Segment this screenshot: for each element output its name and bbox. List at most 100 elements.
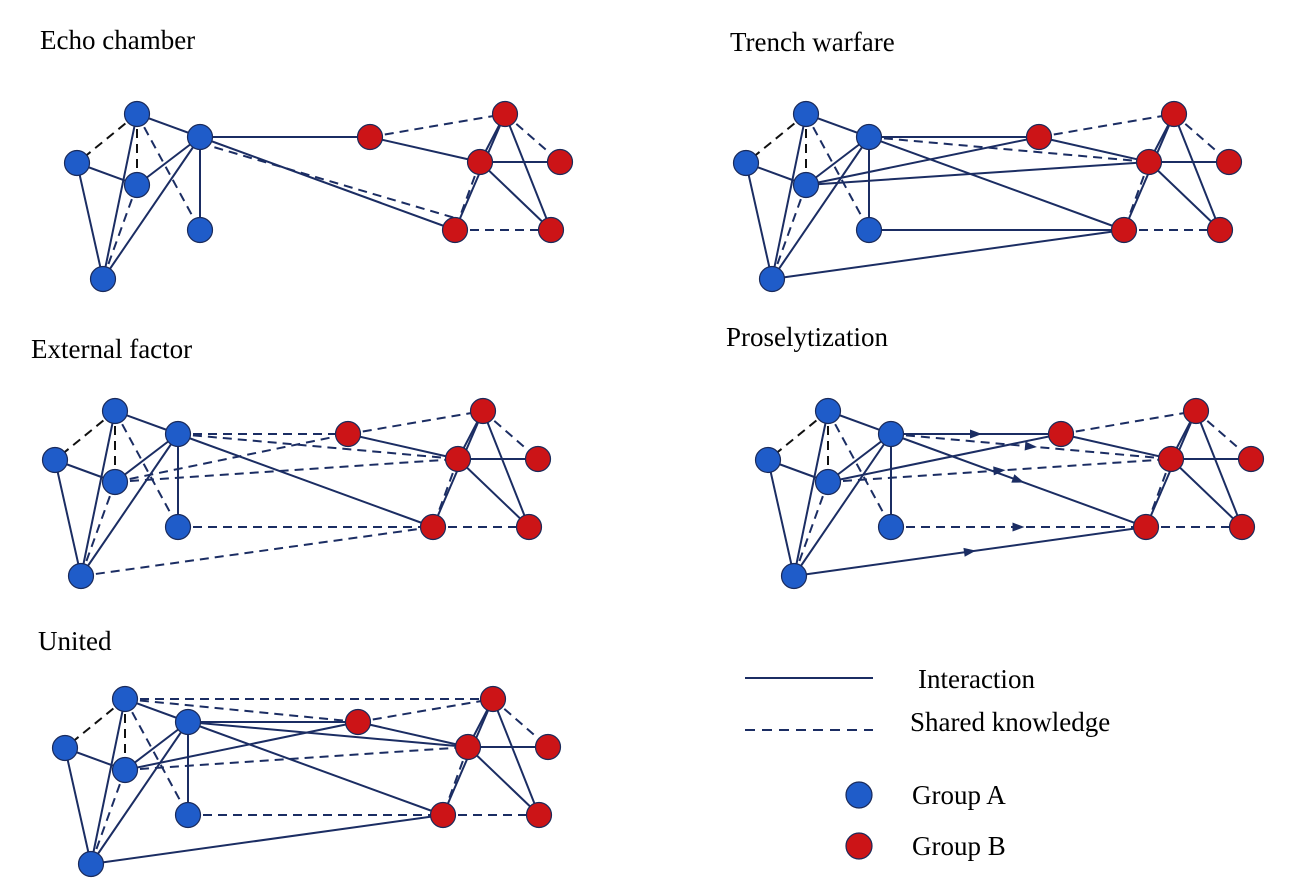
- edge-interaction: [1170, 458, 1243, 528]
- edge-interaction: [187, 721, 444, 816]
- edge-interaction: [492, 698, 540, 816]
- panel-graph-proselytization: [754, 397, 1265, 590]
- group-a-node: [855, 123, 883, 151]
- edge-interaction: [1038, 136, 1150, 163]
- group-a-node: [77, 850, 105, 878]
- group-a-node: [855, 216, 883, 244]
- edge-interaction: [771, 229, 1125, 280]
- edge-interaction: [805, 136, 870, 186]
- edge-interaction: [90, 698, 126, 865]
- group-a-node: [814, 468, 842, 496]
- edge-interaction: [805, 161, 1150, 186]
- edges: [76, 113, 561, 280]
- edge-interaction: [482, 410, 530, 528]
- legend-group-a-node: [845, 781, 873, 809]
- edge-shared-knowledge: [805, 113, 870, 231]
- group-b-node: [534, 733, 562, 761]
- edge-arrowhead: [1024, 441, 1037, 451]
- group-a-node: [754, 446, 782, 474]
- edge-interaction: [793, 433, 892, 577]
- group-a-node: [51, 734, 79, 762]
- edge-shared-knowledge: [827, 410, 892, 528]
- group-a-node: [101, 468, 129, 496]
- group-a-node: [89, 265, 117, 293]
- group-a-node: [67, 562, 95, 590]
- edge-interaction: [467, 746, 540, 816]
- panel-title-united: United: [38, 626, 112, 656]
- group-a-node: [732, 149, 760, 177]
- group-b-node: [524, 445, 552, 473]
- group-b-node: [454, 733, 482, 761]
- edges: [745, 113, 1230, 280]
- group-b-node: [1215, 148, 1243, 176]
- edge-interaction: [745, 162, 773, 280]
- panel-graph-external-factor: [41, 397, 552, 590]
- group-a-node: [814, 397, 842, 425]
- group-b-node: [344, 708, 372, 736]
- group-b-node: [466, 148, 494, 176]
- group-b-node: [479, 685, 507, 713]
- edge-interaction: [771, 136, 870, 280]
- edge-interaction: [90, 721, 189, 865]
- edge-shared-knowledge: [124, 698, 359, 723]
- group-b-node: [1047, 420, 1075, 448]
- edge-interaction: [1195, 410, 1243, 528]
- edge-shared-knowledge: [1060, 410, 1197, 435]
- edge-shared-knowledge: [177, 433, 459, 460]
- group-a-node: [792, 171, 820, 199]
- group-b-node: [1132, 513, 1160, 541]
- group-b-node: [537, 216, 565, 244]
- edges: [54, 410, 539, 577]
- group-a-node: [174, 801, 202, 829]
- panel-graph-echo-chamber: [63, 100, 574, 293]
- edge-interaction: [1173, 113, 1221, 231]
- group-b-node: [1157, 445, 1185, 473]
- edge-shared-knowledge: [102, 184, 138, 280]
- edge-shared-knowledge: [114, 458, 459, 483]
- edge-interaction: [1060, 433, 1172, 460]
- group-b-node: [1182, 397, 1210, 425]
- edge-shared-knowledge: [1038, 113, 1175, 138]
- group-b-node: [1206, 216, 1234, 244]
- group-b-node: [1237, 445, 1265, 473]
- group-a-node: [111, 685, 139, 713]
- group-a-node: [164, 513, 192, 541]
- edge-interaction: [767, 459, 795, 577]
- edge-shared-knowledge: [80, 481, 116, 577]
- group-a-node: [41, 446, 69, 474]
- group-a-node: [123, 171, 151, 199]
- nodes: [51, 685, 562, 878]
- edge-shared-knowledge: [199, 142, 456, 219]
- group-b-node: [469, 397, 497, 425]
- edge-shared-knowledge: [357, 698, 494, 723]
- edge-shared-knowledge: [114, 410, 179, 528]
- panel-title-echo-chamber: Echo chamber: [40, 25, 195, 55]
- edge-arrowhead: [963, 547, 976, 557]
- edge-interaction: [793, 410, 829, 577]
- edge-interaction: [102, 136, 201, 280]
- edge-arrowhead: [970, 429, 982, 439]
- edge-interaction: [90, 814, 444, 865]
- group-a-node: [174, 708, 202, 736]
- edge-interaction: [805, 136, 1040, 186]
- edge-shared-knowledge: [369, 113, 506, 138]
- edge-interaction: [187, 721, 469, 748]
- edge-shared-knowledge: [124, 746, 469, 771]
- edge-interaction: [64, 747, 92, 865]
- edge-interaction: [199, 136, 456, 231]
- edges: [64, 698, 549, 865]
- edge-shared-knowledge: [868, 136, 1150, 163]
- legend-group-b-node: [845, 832, 873, 860]
- edge-interaction: [136, 136, 201, 186]
- group-b-node: [491, 100, 519, 128]
- legend-shared-knowledge-label: Shared knowledge: [910, 707, 1110, 737]
- edge-shared-knowledge: [347, 410, 484, 435]
- nodes: [754, 397, 1265, 590]
- edge-interaction: [124, 721, 359, 771]
- panel-graph-united: [51, 685, 562, 878]
- group-b-node: [429, 801, 457, 829]
- nodes: [63, 100, 574, 293]
- group-b-node: [1110, 216, 1138, 244]
- legend: Interaction Shared knowledge Group A Gro…: [745, 664, 1110, 861]
